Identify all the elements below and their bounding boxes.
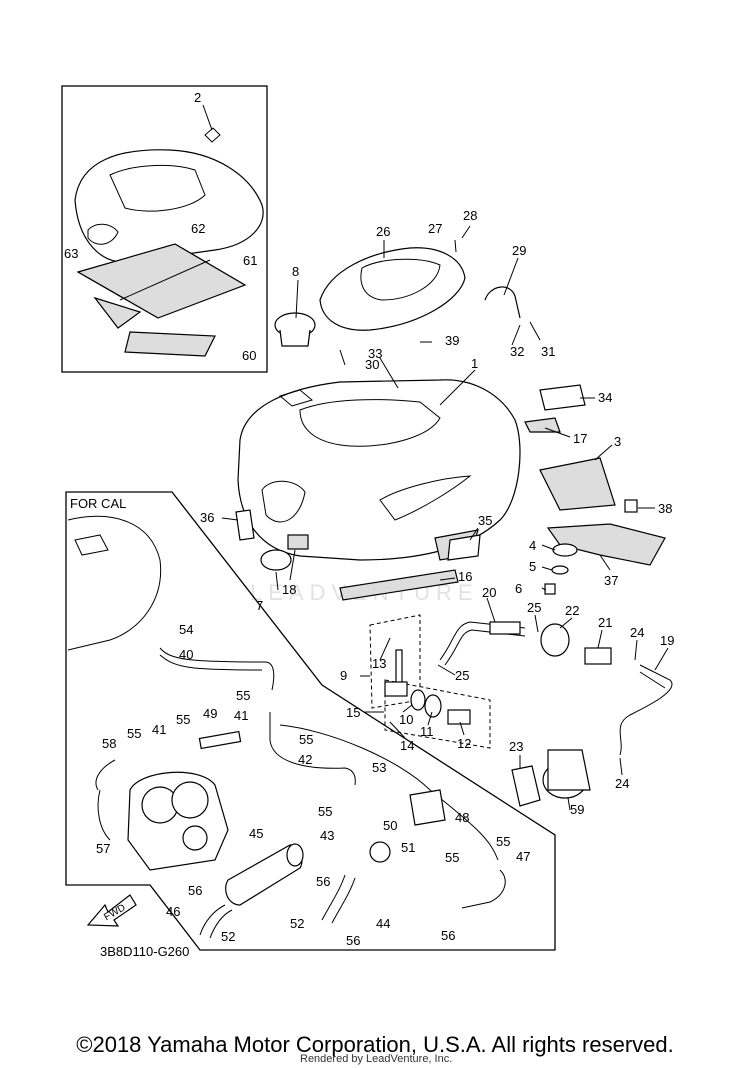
- part-label: 57: [96, 841, 110, 856]
- part-label: 36: [200, 510, 214, 525]
- inset-tank-drawing: [74, 127, 264, 357]
- part-label: 12: [457, 736, 471, 751]
- part-label: 55: [127, 726, 141, 741]
- part-label: 30: [365, 357, 379, 372]
- part-label: 61: [243, 253, 257, 268]
- part-label: 41: [234, 708, 248, 723]
- part-label: 60: [242, 348, 256, 363]
- part-label: 19: [660, 633, 674, 648]
- part-labels: 2 8 26 27 28 29 60 61 62 63 30 31 32 33 …: [64, 90, 674, 948]
- for-cal-frame: [65, 491, 556, 951]
- part-label: 39: [445, 333, 459, 348]
- part-label: 9: [340, 668, 347, 683]
- part-label: 22: [565, 603, 579, 618]
- part-label: 31: [541, 344, 555, 359]
- part-label: 17: [573, 431, 587, 446]
- inset-frame: [61, 85, 268, 373]
- part-label: 46: [166, 904, 180, 919]
- part-label: 52: [290, 916, 304, 931]
- rendered-by-note: Rendered by LeadVenture, Inc.: [300, 1053, 453, 1065]
- diagram-code: 3B8D110-G260: [100, 944, 190, 959]
- bracket-3: [539, 457, 616, 511]
- part-label: 8: [292, 264, 299, 279]
- part-label: 15: [346, 705, 360, 720]
- part-label: 49: [203, 706, 217, 721]
- part-label: 10: [399, 712, 413, 727]
- part-label: 24: [630, 625, 644, 640]
- part-label: 55: [176, 712, 190, 727]
- part-label: 13: [372, 656, 386, 671]
- part-label: 56: [441, 928, 455, 943]
- part-label: 34: [598, 390, 612, 405]
- part-label: 28: [463, 208, 477, 223]
- part-label: 33: [368, 346, 382, 361]
- part-label: 48: [455, 810, 469, 825]
- carburetor: [127, 771, 229, 871]
- for-cal-title: FOR CAL: [70, 496, 126, 511]
- part-label: 11: [420, 724, 434, 739]
- part-label: 56: [188, 883, 202, 898]
- part-label: 55: [496, 834, 510, 849]
- part-label: 16: [458, 569, 472, 584]
- part-label: 56: [346, 933, 360, 948]
- part-label: 63: [64, 246, 78, 261]
- part-label: 47: [516, 849, 530, 864]
- fwd-arrow: FWD: [86, 894, 137, 927]
- part-label: 55: [299, 732, 313, 747]
- fuel-tank: [237, 379, 521, 561]
- copyright-notice: ©2018 Yamaha Motor Corporation, U.S.A. A…: [76, 1032, 674, 1057]
- part-label: 27: [428, 221, 442, 236]
- part-label: 41: [152, 722, 166, 737]
- part-label: 21: [598, 615, 612, 630]
- tank-cover: [319, 247, 466, 331]
- part-label: 2: [194, 90, 201, 105]
- part-label: 24: [615, 776, 629, 791]
- part-label: 62: [191, 221, 205, 236]
- part-label: 58: [102, 736, 116, 751]
- part-label: 25: [455, 668, 469, 683]
- part-label: 20: [482, 585, 496, 600]
- part-label: 44: [376, 916, 390, 931]
- part-label: 55: [236, 688, 250, 703]
- part-label: 5: [529, 559, 536, 574]
- part-label: 40: [179, 647, 193, 662]
- part-label: 29: [512, 243, 526, 258]
- part-label: 7: [256, 598, 263, 613]
- part-label: 6: [515, 581, 522, 596]
- part-label: 52: [221, 929, 235, 944]
- part-label: 38: [658, 501, 672, 516]
- part-label: 1: [471, 356, 478, 371]
- part-label: 50: [383, 818, 397, 833]
- part-label: 55: [445, 850, 459, 865]
- part-label: 25: [527, 600, 541, 615]
- part-label: 56: [316, 874, 330, 889]
- cal-tank-outline: [67, 515, 162, 651]
- part-label: 51: [401, 840, 415, 855]
- part-label: 54: [179, 622, 193, 637]
- part-label: 43: [320, 828, 334, 843]
- part-label: 26: [376, 224, 390, 239]
- part-label: 53: [372, 760, 386, 775]
- leader-lines: [202, 104, 669, 811]
- part-label: 35: [478, 513, 492, 528]
- part-label: 23: [509, 739, 523, 754]
- part-label: 3: [614, 434, 621, 449]
- part-label: 18: [282, 582, 296, 597]
- part-label: 37: [604, 573, 618, 588]
- part-label: 14: [400, 738, 414, 753]
- part-label: 59: [570, 802, 584, 817]
- part-label: 4: [529, 538, 536, 553]
- part-label: 55: [318, 804, 332, 819]
- part-label: 42: [298, 752, 312, 767]
- part-label: 45: [249, 826, 263, 841]
- part-label: 32: [510, 344, 524, 359]
